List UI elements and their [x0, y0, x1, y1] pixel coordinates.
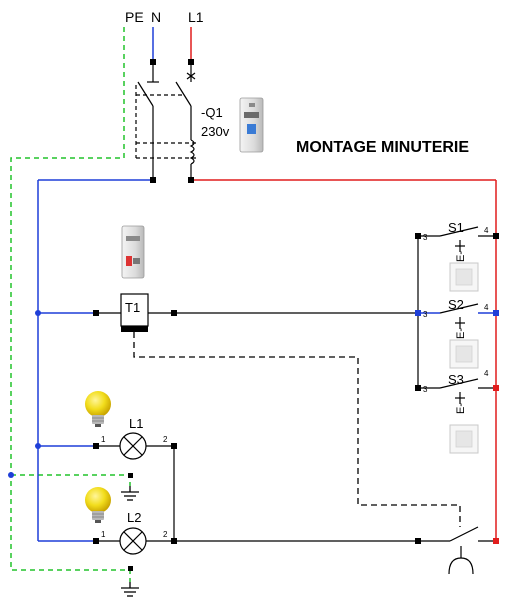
- breaker-q1: [135, 62, 196, 180]
- control-wire: [96, 235, 496, 542]
- contact-terminal-right: [493, 538, 499, 544]
- earth-junction: [8, 472, 14, 478]
- s1-terminal-3: [415, 233, 421, 239]
- l1-ref: L1: [129, 416, 143, 431]
- breaker-terminal-l-in: [188, 59, 194, 65]
- s1-sym: E-: [455, 251, 467, 262]
- neutral-junction-timer: [35, 310, 41, 316]
- diagram-title: MONTAGE MINUTERIE: [296, 139, 469, 156]
- s3-device-image: [449, 424, 479, 454]
- earth-terminal-l2: [128, 566, 133, 571]
- pe-label: PE: [125, 9, 144, 25]
- neutral-wire: [37, 27, 496, 542]
- breaker-terminal-n-out: [150, 177, 156, 183]
- l1-terminal-1: [93, 443, 99, 449]
- s2-terminal-3: [415, 310, 421, 316]
- l1-t2: 2: [163, 435, 168, 444]
- l2-terminal-2: [171, 538, 177, 544]
- earth-symbol-l1: [121, 486, 139, 501]
- phase-label: L1: [188, 9, 204, 25]
- l2-t2: 2: [163, 530, 168, 539]
- timer-t1: [120, 293, 149, 332]
- neutral-junction-l1: [35, 443, 41, 449]
- s3-terminal-3: [415, 385, 421, 391]
- breaker-terminal-l-out: [188, 177, 194, 183]
- l1-terminal-2: [171, 443, 177, 449]
- switch-s1: [439, 226, 479, 252]
- s2-ref: S2: [448, 297, 464, 312]
- breaker-ref: -Q1: [201, 105, 223, 120]
- s1-ref: S1: [448, 220, 464, 235]
- lamp-l2: [119, 527, 147, 555]
- l2-ref: L2: [127, 510, 141, 525]
- s1-t3: 3: [423, 233, 428, 242]
- s1-t4: 4: [484, 226, 489, 235]
- s3-terminal-4: [493, 385, 499, 391]
- s2-terminal-4: [493, 310, 499, 316]
- s3-t3: 3: [423, 385, 428, 394]
- earth-terminal-l1: [128, 473, 133, 478]
- contact-terminal-left: [415, 538, 421, 544]
- phase-wire: [190, 27, 497, 541]
- switch-s3: [439, 378, 479, 404]
- l2-terminal-1: [93, 538, 99, 544]
- timer-terminal-out: [171, 310, 177, 316]
- s2-t4: 4: [484, 303, 489, 312]
- breaker-terminal-n-in: [150, 59, 156, 65]
- s2-sym: E-: [455, 328, 467, 339]
- bulb-l2-image: [85, 487, 111, 523]
- timer-contact: [418, 526, 479, 575]
- breaker-device-image: [239, 97, 264, 153]
- switch-s2: [439, 303, 479, 329]
- timer-ref: T1: [125, 300, 140, 315]
- s3-sym: E-: [455, 403, 467, 414]
- bulb-l1-image: [85, 391, 111, 427]
- s1-terminal-4: [493, 233, 499, 239]
- timer-link: [133, 332, 461, 527]
- breaker-voltage: 230v: [201, 124, 230, 139]
- timer-device-image: [121, 225, 145, 279]
- l2-t1: 1: [101, 530, 106, 539]
- s3-t4: 4: [484, 369, 489, 378]
- s3-ref: S3: [448, 372, 464, 387]
- earth-wire: [10, 27, 131, 582]
- s2-device-image: [449, 339, 479, 369]
- l1-t1: 1: [101, 435, 106, 444]
- neutral-label: N: [151, 9, 161, 25]
- s1-device-image: [449, 262, 479, 292]
- earth-symbol-main: [121, 582, 139, 597]
- timer-terminal-n: [93, 310, 99, 316]
- s2-t3: 3: [423, 310, 428, 319]
- lamp-l1: [119, 432, 147, 460]
